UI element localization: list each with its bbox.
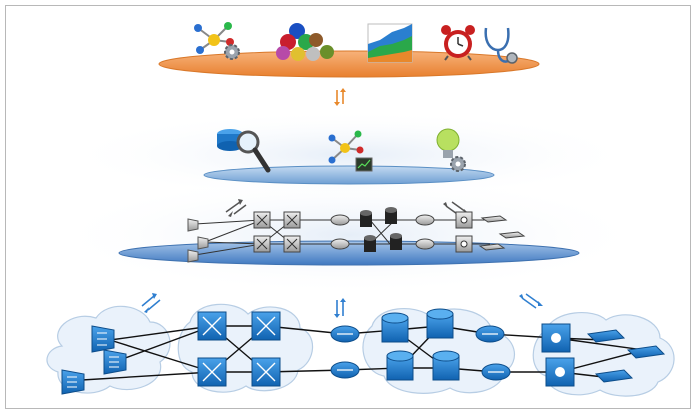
virtual-access-switch <box>478 215 526 251</box>
stethoscope-icon <box>484 27 518 64</box>
blue-arrow-left <box>141 293 161 313</box>
physical-core-router <box>381 308 460 381</box>
physical-switch <box>197 311 281 387</box>
physical-access-switch <box>586 329 666 383</box>
physical-splitter <box>61 325 127 395</box>
blue-arrow-right <box>519 293 543 309</box>
database-search-icon <box>217 129 271 173</box>
virtual-network-layer <box>118 207 580 266</box>
virtual-splitter <box>187 218 209 263</box>
alarm-clock-icon <box>441 25 475 61</box>
virtual-layer-haze <box>49 175 649 295</box>
virtual-multilayer-switch <box>455 211 473 253</box>
physical-network-layer <box>46 303 675 397</box>
network-graph-monitor-icon <box>328 130 373 172</box>
virtual-core-router <box>360 207 402 252</box>
applications-disk <box>158 50 540 78</box>
orange-bidirectional-arrow <box>334 88 346 106</box>
virtual-router <box>330 214 435 250</box>
gray-arrow-left <box>225 199 247 217</box>
cloud-access <box>46 305 171 394</box>
virtual-switch <box>253 211 301 253</box>
blue-arrow-center <box>334 298 346 318</box>
diagram-frame <box>5 5 691 409</box>
physical-multilayer-switch <box>541 323 575 387</box>
control-disk <box>203 165 495 185</box>
colored-spheres-icon <box>276 23 334 61</box>
network-graph-gear-icon <box>194 22 240 60</box>
control-layer <box>203 128 495 185</box>
control-layer-haze <box>59 110 639 200</box>
applications-layer <box>158 22 540 78</box>
area-chart-icon <box>367 23 413 63</box>
lightbulb-gear-icon <box>436 128 466 172</box>
physical-router <box>330 325 511 381</box>
